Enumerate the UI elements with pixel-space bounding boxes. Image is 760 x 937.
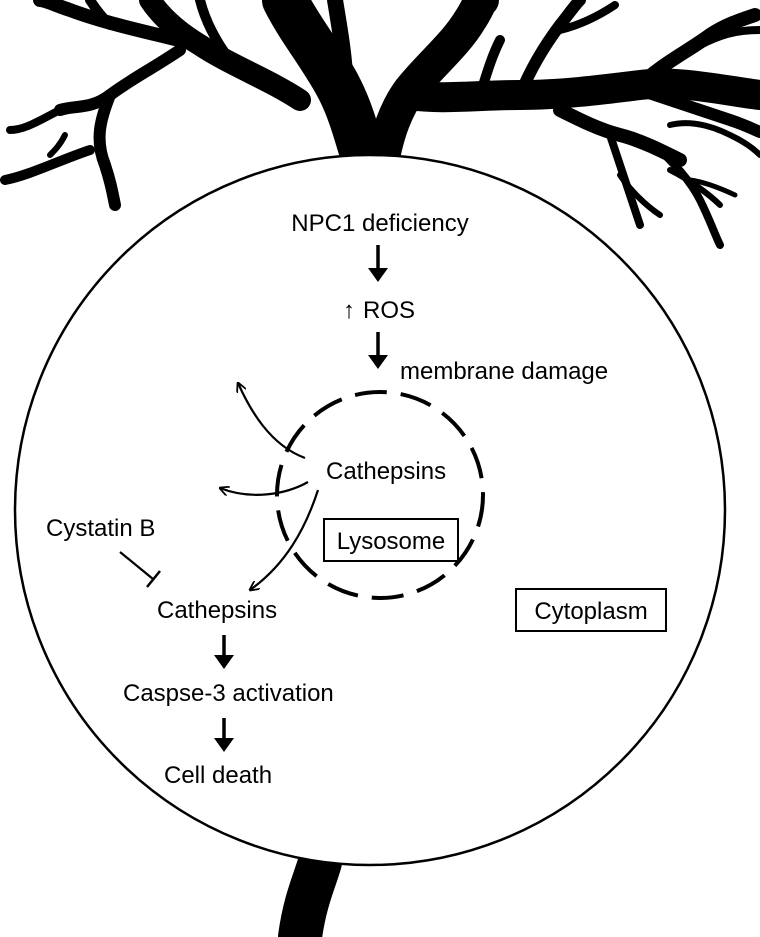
ros-label: ROS <box>363 297 415 324</box>
arrowhead-ros-to-damage <box>368 355 388 369</box>
dendrites-icon <box>0 0 760 249</box>
ros-increase-icon: ↑ <box>343 297 355 324</box>
caspase-activation-label: Caspse-3 activation <box>123 680 334 707</box>
lysosome-label-box <box>323 518 459 562</box>
cell-body <box>13 153 727 867</box>
arrowhead-npc1-to-ros <box>368 268 388 282</box>
membrane-damage-label: membrane damage <box>400 358 608 385</box>
cell-death-label: Cell death <box>164 762 272 789</box>
release-arrow-upper <box>238 383 306 460</box>
arrowhead-cathepsins-to-caspase <box>214 655 234 669</box>
lysosome-membrane <box>275 390 485 600</box>
release-arrow-lower <box>250 489 320 590</box>
arrowhead-caspase-to-death <box>214 738 234 752</box>
inhibition-arrow <box>119 551 154 580</box>
release-arrow-middle <box>220 481 309 495</box>
axon-icon <box>278 840 342 937</box>
lysosomal-cathepsins-label: Cathepsins <box>326 458 446 485</box>
cytoplasmic-cathepsins-label: Cathepsins <box>157 597 277 624</box>
cystatin-b-label: Cystatin B <box>46 515 155 542</box>
cytoplasm-label: Cytoplasm <box>534 598 647 625</box>
lysosome-label: Lysosome <box>337 528 446 555</box>
npc1-deficiency-label: NPC1 deficiency <box>291 210 468 237</box>
inhibition-bar <box>146 570 161 588</box>
cytoplasm-label-box <box>515 588 667 632</box>
